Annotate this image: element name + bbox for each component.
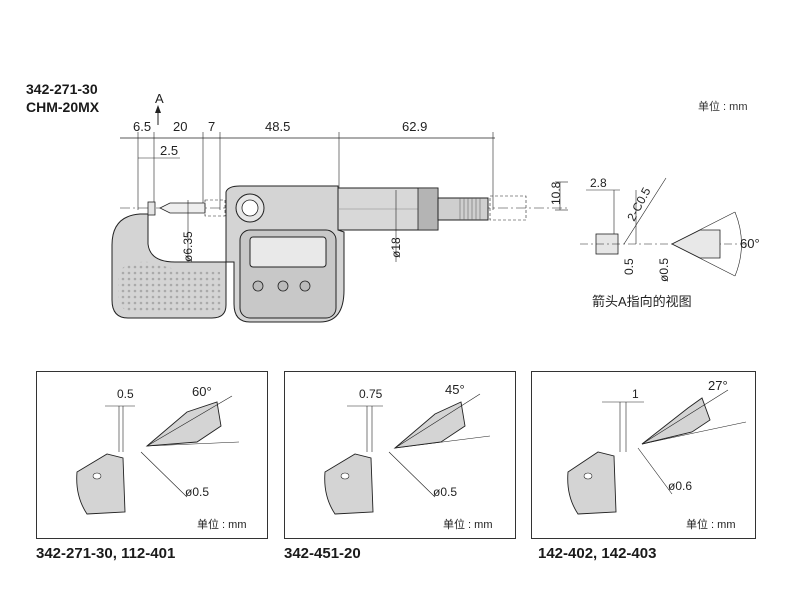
detail-dim-0-5: 0.5 bbox=[622, 258, 636, 275]
dim-2-5: 2.5 bbox=[160, 143, 178, 158]
ratchet-hidden bbox=[489, 195, 527, 221]
dim-48-5: 48.5 bbox=[265, 119, 290, 134]
tip2-unit: 单位 : mm bbox=[443, 517, 493, 531]
frame-grip-texture bbox=[118, 261, 222, 312]
tip1-diameter: ø0.5 bbox=[185, 485, 209, 499]
tip3-unit: 单位 : mm bbox=[686, 517, 736, 531]
tip-panel-2-caption: 342-451-20 bbox=[284, 545, 361, 562]
tip-panel-1: 0.5 60° ø0.5 单位 : mm bbox=[36, 371, 268, 539]
tip-panel-2: 0.75 45° ø0.5 单位 : mm bbox=[284, 371, 516, 539]
thimble-knurl bbox=[417, 187, 439, 231]
tip-panel-3-caption: 142-402, 142-403 bbox=[538, 545, 657, 562]
micrometer-drawing: A 6.5 20 7 48.5 62.9 2.5 bbox=[111, 91, 760, 323]
detail-view-a: 2.8 2-C0.5 0.5 ø0.5 60° 箭头A指向的视图 bbox=[580, 176, 760, 309]
dim-20: 20 bbox=[173, 119, 187, 134]
arrow-a-label: A bbox=[155, 91, 164, 106]
tip3-width: 1 bbox=[632, 387, 639, 401]
origin-button bbox=[277, 280, 289, 292]
arrow-a-head bbox=[155, 105, 161, 113]
dim-dia-18: ø18 bbox=[389, 237, 403, 258]
tip2-diameter: ø0.5 bbox=[433, 485, 457, 499]
ratchet bbox=[437, 197, 489, 221]
tip1-anvil bbox=[76, 453, 126, 515]
tip2-width: 0.75 bbox=[359, 387, 383, 401]
tip-drawing-2: 0.75 45° ø0.5 单位 : mm bbox=[324, 382, 493, 531]
model-number-secondary: CHM-20MX bbox=[26, 99, 100, 115]
dim-6-5: 6.5 bbox=[133, 119, 151, 134]
dim-dia-6-35: ø6.35 bbox=[181, 231, 195, 262]
detail-caption: 箭头A指向的视图 bbox=[592, 294, 692, 309]
tip-drawing-1: 0.5 60° ø0.5 单位 : mm bbox=[76, 384, 247, 531]
detail-dim-dia-0-5: ø0.5 bbox=[657, 258, 671, 282]
lcd-screen bbox=[249, 236, 327, 268]
tip2-angle: 45° bbox=[445, 382, 465, 397]
tip3-angle: 27° bbox=[708, 378, 728, 393]
tip-drawing-3: 1 27° ø0.6 单位 : mm bbox=[567, 378, 747, 531]
tip-panel-3: 1 27° ø0.6 单位 : mm bbox=[531, 371, 756, 539]
detail-spindle-tip bbox=[671, 229, 721, 259]
dim-10-8: 10.8 bbox=[549, 181, 563, 205]
tip3-diameter: ø0.6 bbox=[668, 479, 692, 493]
tip1-unit: 单位 : mm bbox=[197, 517, 247, 531]
tip1-width: 0.5 bbox=[117, 387, 134, 401]
mode-button bbox=[299, 280, 311, 292]
unit-label-main: 单位 : mm bbox=[698, 101, 748, 113]
dim-62-9: 62.9 bbox=[402, 119, 427, 134]
power-button bbox=[252, 280, 264, 292]
anvil bbox=[147, 201, 156, 216]
tip3-anvil bbox=[567, 451, 617, 515]
spindle-tip bbox=[159, 202, 206, 214]
dim-7: 7 bbox=[208, 119, 215, 134]
spindle-hidden-part bbox=[204, 199, 226, 217]
tip1-angle: 60° bbox=[192, 384, 212, 399]
tip-panel-1-caption: 342-271-30, 112-401 bbox=[36, 545, 176, 562]
tip2-anvil bbox=[324, 453, 374, 515]
model-number-primary: 342-271-30 bbox=[26, 81, 98, 97]
detail-dim-2-8: 2.8 bbox=[590, 176, 607, 190]
detail-angle-60: 60° bbox=[740, 236, 760, 251]
tip3-cone bbox=[641, 397, 711, 445]
